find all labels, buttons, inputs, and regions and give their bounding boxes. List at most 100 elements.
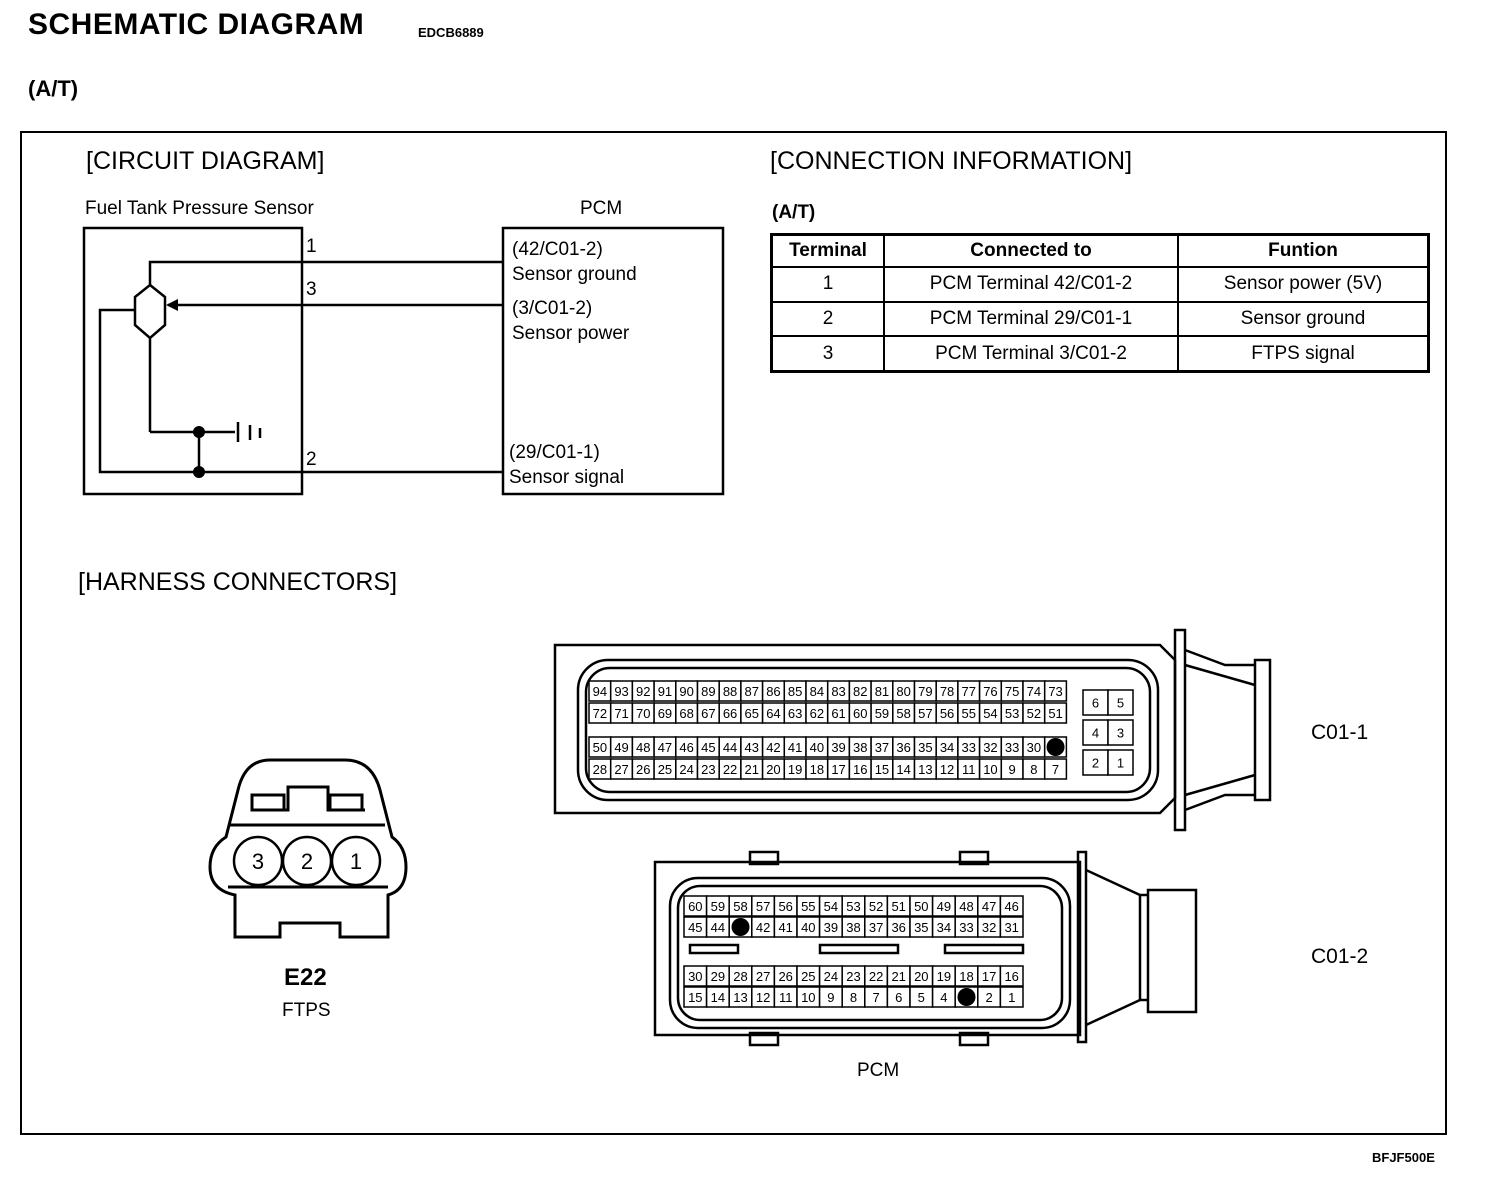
pin-number: 50 <box>593 740 607 755</box>
pin-number: 39 <box>831 740 845 755</box>
pin-number: 23 <box>846 969 860 984</box>
pin-number: 17 <box>831 762 845 777</box>
pin-number: 36 <box>896 740 910 755</box>
pin-cell <box>1107 749 1134 776</box>
circuit-heading: [CIRCUIT DIAGRAM] <box>86 147 325 175</box>
pin-number: 19 <box>788 762 802 777</box>
pin-number: 49 <box>937 899 951 914</box>
table-row: 3 PCM Terminal 3/C01-2 FTPS signal <box>770 335 1430 373</box>
pin-number: 73 <box>1048 684 1062 699</box>
pcm-box <box>501 226 725 496</box>
table-cell: Sensor ground <box>1177 300 1430 338</box>
blank-pin-dot <box>957 988 976 1006</box>
pin-cell <box>1107 689 1134 716</box>
pin-number: 21 <box>891 969 905 984</box>
pcm-connector-label: PCM <box>857 1060 900 1081</box>
blank-pin-dot <box>731 918 750 936</box>
pin-number: 33 <box>959 920 973 935</box>
e22-pin: 3 <box>252 849 264 874</box>
pin-number: 77 <box>962 684 976 699</box>
pin-number: 74 <box>1027 684 1041 699</box>
variant-label: (A/T) <box>28 76 79 101</box>
connection-heading: [CONNECTION INFORMATION] <box>770 147 1133 175</box>
pin-number: 24 <box>679 762 693 777</box>
pin-number: 46 <box>1004 899 1018 914</box>
pin-number: 27 <box>614 762 628 777</box>
diagram-frame <box>20 131 1447 1135</box>
e22-name: E22 <box>284 964 327 991</box>
pin-number: 15 <box>688 990 702 1005</box>
pin-number: 6 <box>1092 696 1099 711</box>
pin-number: 53 <box>846 899 860 914</box>
pin-number: 41 <box>788 740 802 755</box>
pin-number: 67 <box>701 706 715 721</box>
pin-number: 22 <box>723 762 737 777</box>
pin-number: 51 <box>1048 706 1062 721</box>
pin-number: 52 <box>869 899 883 914</box>
pin-number: 61 <box>831 706 845 721</box>
pin-number: 59 <box>711 899 725 914</box>
column-header: Funtion <box>1177 233 1430 268</box>
pin-number: 44 <box>711 920 725 935</box>
pin-number: 51 <box>891 899 905 914</box>
pin-number: 31 <box>1004 920 1018 935</box>
pin-number: 10 <box>801 990 815 1005</box>
pin-number: 8 <box>1030 762 1037 777</box>
pin-number: 6 <box>895 990 902 1005</box>
table-row: 1 PCM Terminal 42/C01-2 Sensor power (5V… <box>770 266 1430 303</box>
pin-number: 88 <box>723 684 737 699</box>
pcm-pin-id-2: (3/C01-2) <box>512 298 593 319</box>
column-header: Connected to <box>883 233 1179 268</box>
pin-number: 85 <box>788 684 802 699</box>
pin-number: 48 <box>636 740 650 755</box>
pin-number: 65 <box>745 706 759 721</box>
pin-number: 38 <box>846 920 860 935</box>
pin-number: 11 <box>779 990 793 1005</box>
pin-number: 45 <box>688 920 702 935</box>
pin-number: 40 <box>810 740 824 755</box>
pin-number: 69 <box>658 706 672 721</box>
column-header: Terminal <box>770 233 885 268</box>
table-cell: PCM Terminal 42/C01-2 <box>883 266 1179 303</box>
table-cell: PCM Terminal 3/C01-2 <box>883 335 1179 373</box>
pin-number: 3 <box>1117 726 1124 741</box>
table-cell: FTPS signal <box>1177 335 1430 373</box>
pin-number: 27 <box>756 969 770 984</box>
table-cell: 3 <box>770 335 885 373</box>
pin-number: 63 <box>788 706 802 721</box>
pin-cell <box>1043 758 1068 780</box>
pin-number: 28 <box>593 762 607 777</box>
pin-number: 94 <box>593 684 607 699</box>
pin-number: 64 <box>766 706 780 721</box>
e22-pin: 2 <box>301 849 313 874</box>
pin-number: 82 <box>853 684 867 699</box>
pin-number: 9 <box>827 990 834 1005</box>
pin-cell <box>1043 680 1068 702</box>
pin-number: 72 <box>593 706 607 721</box>
table-cell: Sensor power (5V) <box>1177 266 1430 303</box>
e22-desc: FTPS <box>282 1000 331 1021</box>
pin-number: 2 <box>985 990 992 1005</box>
pin-number: 58 <box>896 706 910 721</box>
c012-label: C01-2 <box>1311 945 1369 968</box>
pin-number: 25 <box>801 969 815 984</box>
pin-number: 18 <box>810 762 824 777</box>
pin-number: 13 <box>733 990 747 1005</box>
pin-number: 12 <box>756 990 770 1005</box>
pin-number: 28 <box>733 969 747 984</box>
pin-number: 44 <box>723 740 737 755</box>
pin-cell <box>999 895 1024 917</box>
pcm-pin-name-1: Sensor ground <box>512 264 637 285</box>
pin-number: 57 <box>756 899 770 914</box>
doc-code: EDCB6889 <box>418 25 484 40</box>
pin-number: 7 <box>872 990 879 1005</box>
pin-number: 1 <box>1008 990 1015 1005</box>
pin-number: 62 <box>810 706 824 721</box>
pin-number: 24 <box>824 969 838 984</box>
pin-number: 34 <box>940 740 954 755</box>
pin-number: 19 <box>937 969 951 984</box>
pin-number: 21 <box>745 762 759 777</box>
pin-number: 55 <box>962 706 976 721</box>
pin-number: 20 <box>766 762 780 777</box>
